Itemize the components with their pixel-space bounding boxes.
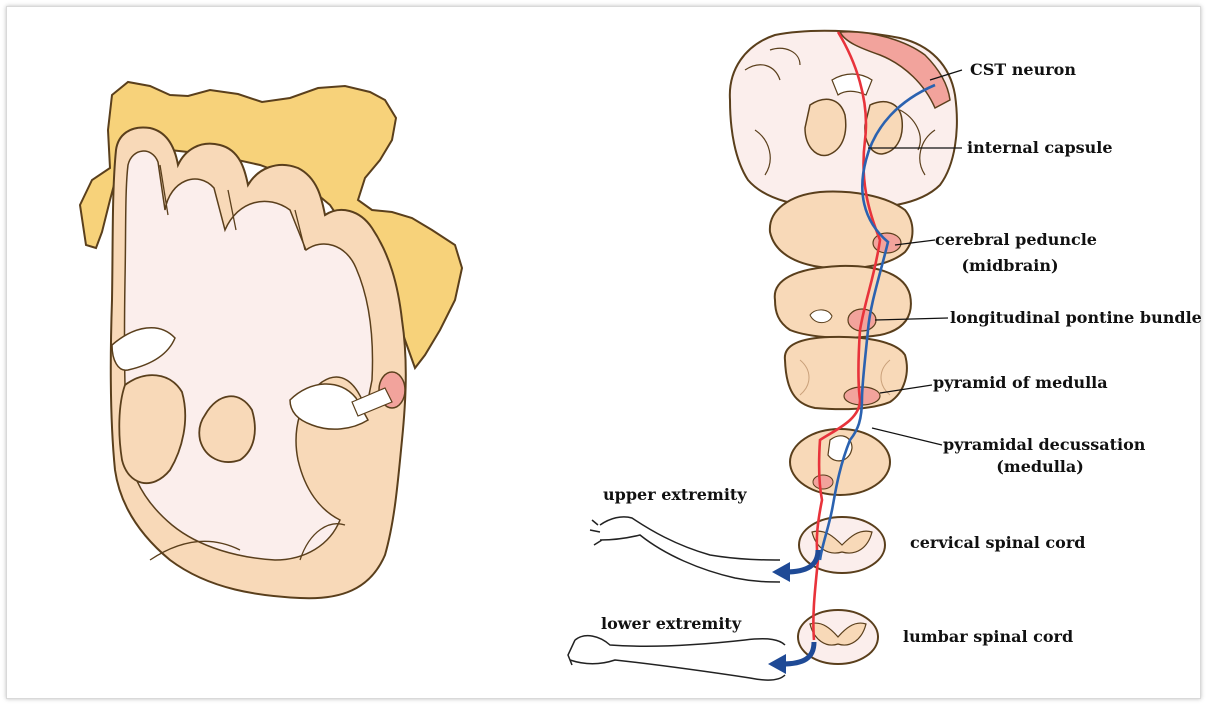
- label-internal-capsule: internal capsule: [967, 138, 1113, 157]
- label-cst-neuron: CST neuron: [970, 60, 1076, 79]
- label-lower-extremity: lower extremity: [601, 614, 741, 633]
- label-longitudinal-pontine-bundle: longitudinal pontine bundle: [950, 308, 1202, 327]
- label-pyramid-of-medulla: pyramid of medulla: [933, 373, 1108, 392]
- label-cerebral-peduncle: cerebral peduncle: [935, 230, 1085, 249]
- upper-extremity-arm: [590, 517, 780, 582]
- label-cervical-spinal-cord: cervical spinal cord: [910, 533, 1085, 552]
- label-lumbar-spinal-cord: lumbar spinal cord: [903, 627, 1073, 646]
- coronal-hemisphere: [80, 82, 462, 598]
- midbrain-section: [770, 192, 913, 269]
- lower-medulla-section: [790, 429, 890, 495]
- label-medulla: (medulla): [943, 457, 1137, 476]
- pons-section: [775, 266, 911, 338]
- label-midbrain: (midbrain): [935, 256, 1085, 275]
- label-upper-extremity: upper extremity: [603, 485, 747, 504]
- lower-extremity-leg: [568, 636, 785, 680]
- label-pyramidal-decussation: pyramidal decussation: [943, 435, 1137, 454]
- coronal-brain-section: [730, 31, 957, 209]
- medulla-section: [785, 337, 907, 409]
